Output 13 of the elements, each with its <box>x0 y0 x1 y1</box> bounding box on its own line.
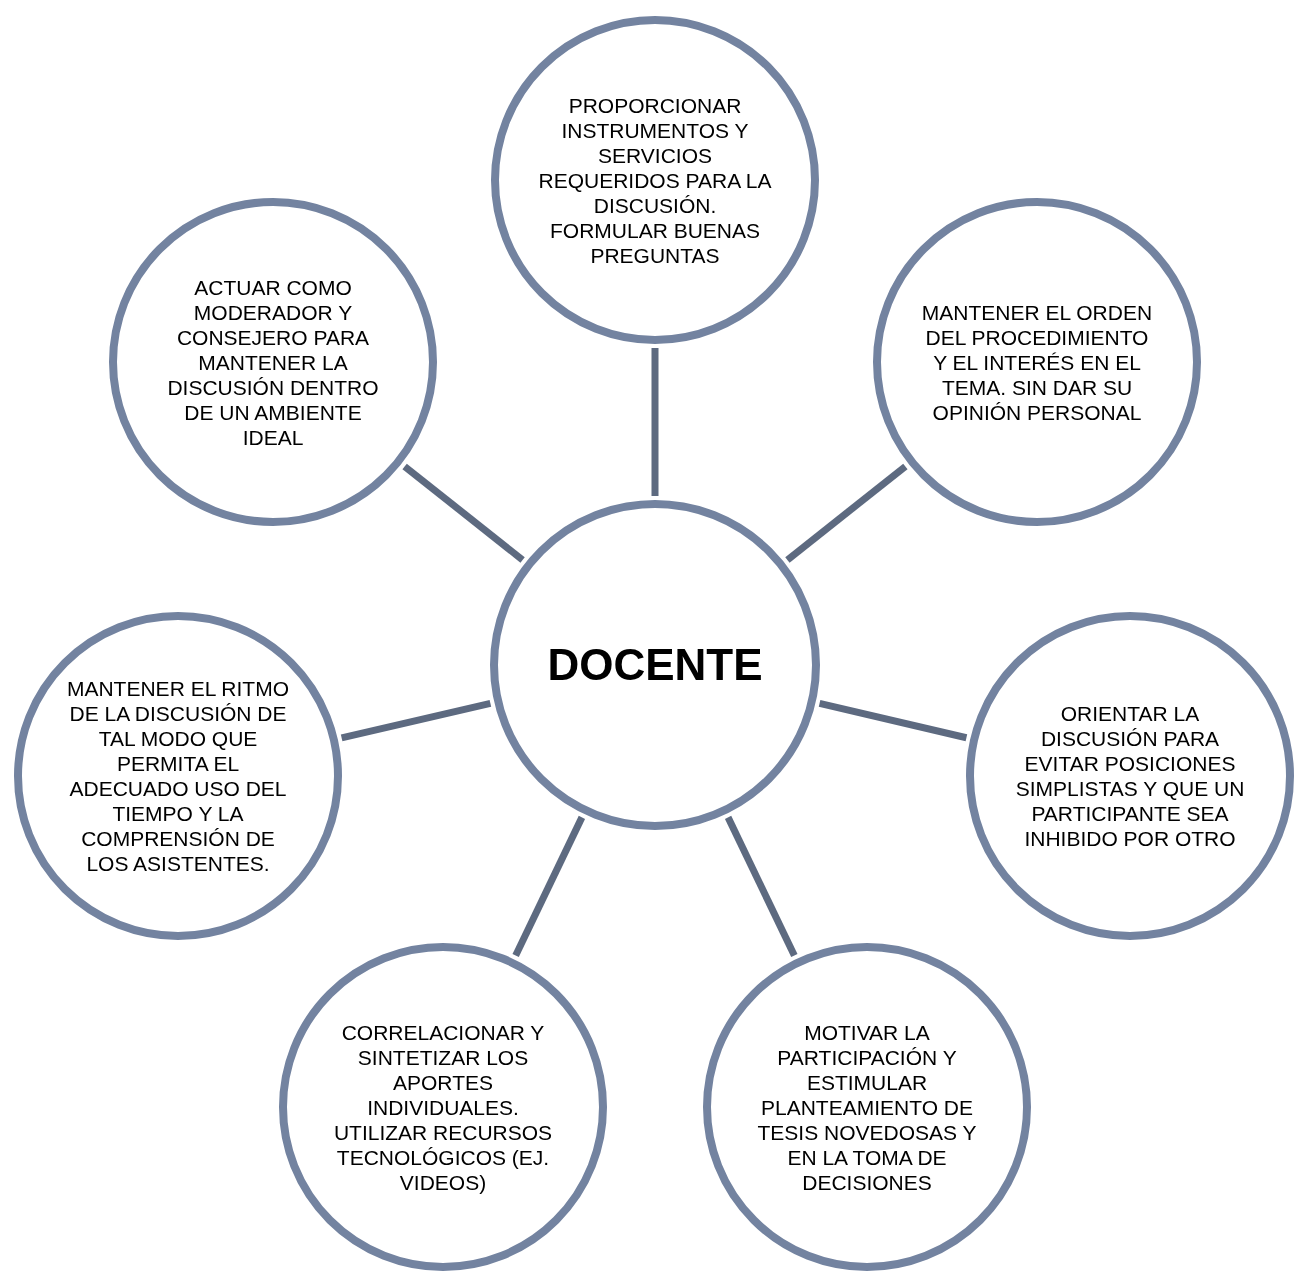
connector-line <box>785 463 908 563</box>
node-text: MOTIVAR LA PARTICIPACIÓN Y ESTIMULAR PLANTEAMIENTO DE TESIS NOVEDOSAS Y EN LA TOMA DE DECISIONES <box>756 1019 978 1195</box>
node-text: MANTENER EL ORDEN DEL PROCEDIMIENTO Y EL INTERÉS EN EL TEMA. SIN DAR SU OPINIÓN PERSONAL <box>920 299 1154 425</box>
connector-line <box>818 700 968 742</box>
connector-line <box>724 815 798 958</box>
node-text: ACTUAR COMO MODERADOR Y CONSEJERO PARA MANTENER LA DISCUSIÓN DENTRO DE UN AMBIENTE IDEAL <box>166 274 380 450</box>
center-title: DOCENTE <box>547 643 763 687</box>
connector-line <box>512 815 586 958</box>
node-text: ORIENTAR LA DISCUSIÓN PARA EVITAR POSICIONES SIMPLISTAS Y QUE UN PARTICIPANTE SEA INHIBIDO POR OTRO <box>1014 701 1246 851</box>
node-text: CORRELACIONAR Y SINTETIZAR LOS APORTES INDIVIDUALES. UTILIZAR RECURSOS TECNOLÓGICOS (EJ. VIDEOS) <box>332 1019 554 1195</box>
connector-line <box>402 463 525 563</box>
node-text: PROPORCIONAR INSTRUMENTOS Y SERVICIOS REQUERIDOS PARA LA DISCUSIÓN. FORMULAR BUENAS PREGUNTAS <box>537 92 773 268</box>
node-text: MANTENER EL RITMO DE LA DISCUSIÓN DE TAL MODO QUE PERMITA EL ADECUADO USO DEL TIEMPO Y LA COMPRENSIÓN DE LOS ASISTENTES. <box>65 676 291 876</box>
